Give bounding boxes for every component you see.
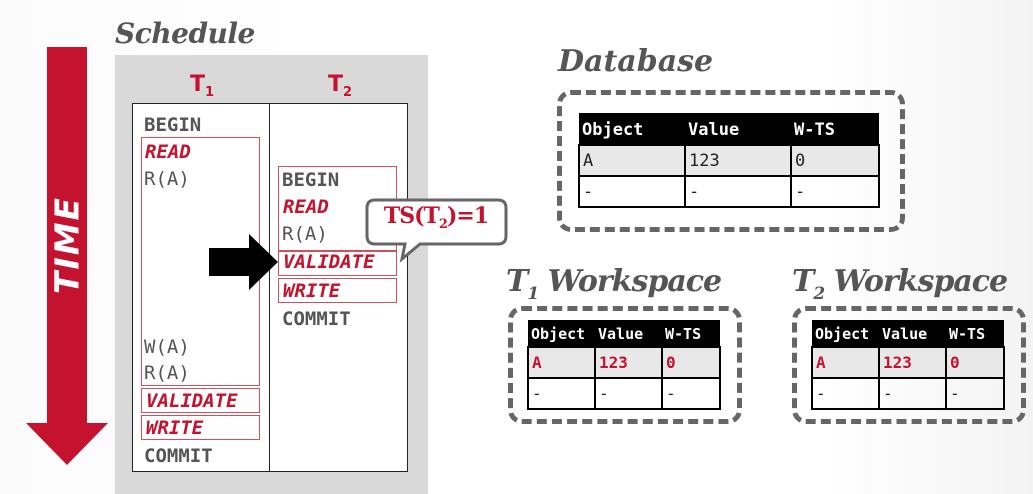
cell-wts: 0	[945, 346, 1005, 379]
t2-read-phase-label: READ	[283, 196, 329, 218]
t2-workspace-container	[792, 306, 1026, 424]
t1-read-phase-label: READ	[145, 141, 191, 163]
t1-op-write-a: W(A)	[144, 336, 190, 358]
cell-object: -	[578, 175, 686, 208]
t1-workspace-title: T1 Workspace	[506, 264, 722, 304]
cell-wts: -	[790, 175, 880, 208]
t1-validate-box	[141, 388, 260, 413]
callout-text: TS(T2)=1	[383, 203, 489, 232]
cell-wts: 0	[790, 144, 880, 177]
column-header-t1: T1	[190, 72, 215, 100]
time-arrow-shaft	[47, 47, 87, 427]
table-row: - - -	[527, 377, 721, 410]
cell-object: A	[527, 346, 596, 379]
t2-begin: BEGIN	[282, 169, 340, 191]
header-wts: W-TS	[791, 113, 879, 145]
cell-value: -	[594, 377, 663, 410]
t1-write-box	[141, 415, 260, 440]
cell-value: 123	[594, 346, 663, 379]
cell-value: 123	[878, 346, 947, 379]
table-header-row: Object Value W-TS	[528, 320, 720, 347]
right-arrow-icon	[209, 234, 278, 290]
table-row: - - -	[578, 175, 880, 208]
schedule-title: Schedule	[115, 17, 255, 50]
header-object: Object	[812, 320, 879, 347]
t2-validate-box	[278, 251, 397, 276]
cell-value: 123	[684, 144, 792, 177]
table-row: - - -	[811, 377, 1005, 410]
header-object: Object	[579, 113, 685, 145]
table-row: A 123 0	[578, 144, 880, 177]
table-row: A 123 0	[811, 346, 1005, 379]
t2-commit: COMMIT	[282, 308, 351, 330]
cell-wts: 0	[661, 346, 721, 379]
t1-op-read-a-2: R(A)	[144, 362, 190, 384]
t1-write-label: WRITE	[146, 417, 204, 439]
t2-write-label: WRITE	[283, 280, 341, 302]
t2-op-read-a: R(A)	[282, 223, 328, 245]
cell-wts: -	[661, 377, 721, 410]
t2-write-box	[278, 278, 397, 303]
cell-value: -	[878, 377, 947, 410]
cell-object: A	[811, 346, 880, 379]
column-divider	[269, 103, 270, 472]
t2-validate-label: VALIDATE	[283, 251, 375, 273]
table-header-row: Object Value W-TS	[812, 320, 1004, 347]
cell-object: -	[811, 377, 880, 410]
cell-value: -	[684, 175, 792, 208]
cell-object: A	[578, 144, 686, 177]
time-label: TIME	[47, 195, 87, 295]
t1-workspace-container	[508, 306, 742, 424]
schedule-grid	[132, 103, 408, 472]
table-row: A 123 0	[527, 346, 721, 379]
t1-op-read-a: R(A)	[144, 168, 190, 190]
database-container	[557, 90, 905, 232]
database-title: Database	[558, 44, 714, 79]
cell-object: -	[527, 377, 596, 410]
cell-wts: -	[945, 377, 1005, 410]
t1-workspace-table: Object Value W-TS A 123 0 - - -	[527, 320, 721, 410]
header-value: Value	[879, 320, 946, 347]
header-object: Object	[528, 320, 595, 347]
column-header-t2: T2	[328, 72, 353, 100]
t2-workspace-title: T2 Workspace	[792, 264, 1008, 304]
header-value: Value	[595, 320, 662, 347]
t1-commit: COMMIT	[144, 445, 213, 467]
callout-bubble	[365, 198, 508, 263]
database-table: Object Value W-TS A 123 0 - - -	[578, 113, 880, 208]
t1-begin: BEGIN	[144, 114, 202, 136]
table-header-row: Object Value W-TS	[579, 113, 879, 145]
time-arrow-head	[26, 423, 108, 465]
t2-workspace-table: Object Value W-TS A 123 0 - - -	[811, 320, 1005, 410]
header-value: Value	[685, 113, 791, 145]
header-wts: W-TS	[662, 320, 720, 347]
header-wts: W-TS	[946, 320, 1004, 347]
t1-validate-label: VALIDATE	[146, 390, 238, 412]
